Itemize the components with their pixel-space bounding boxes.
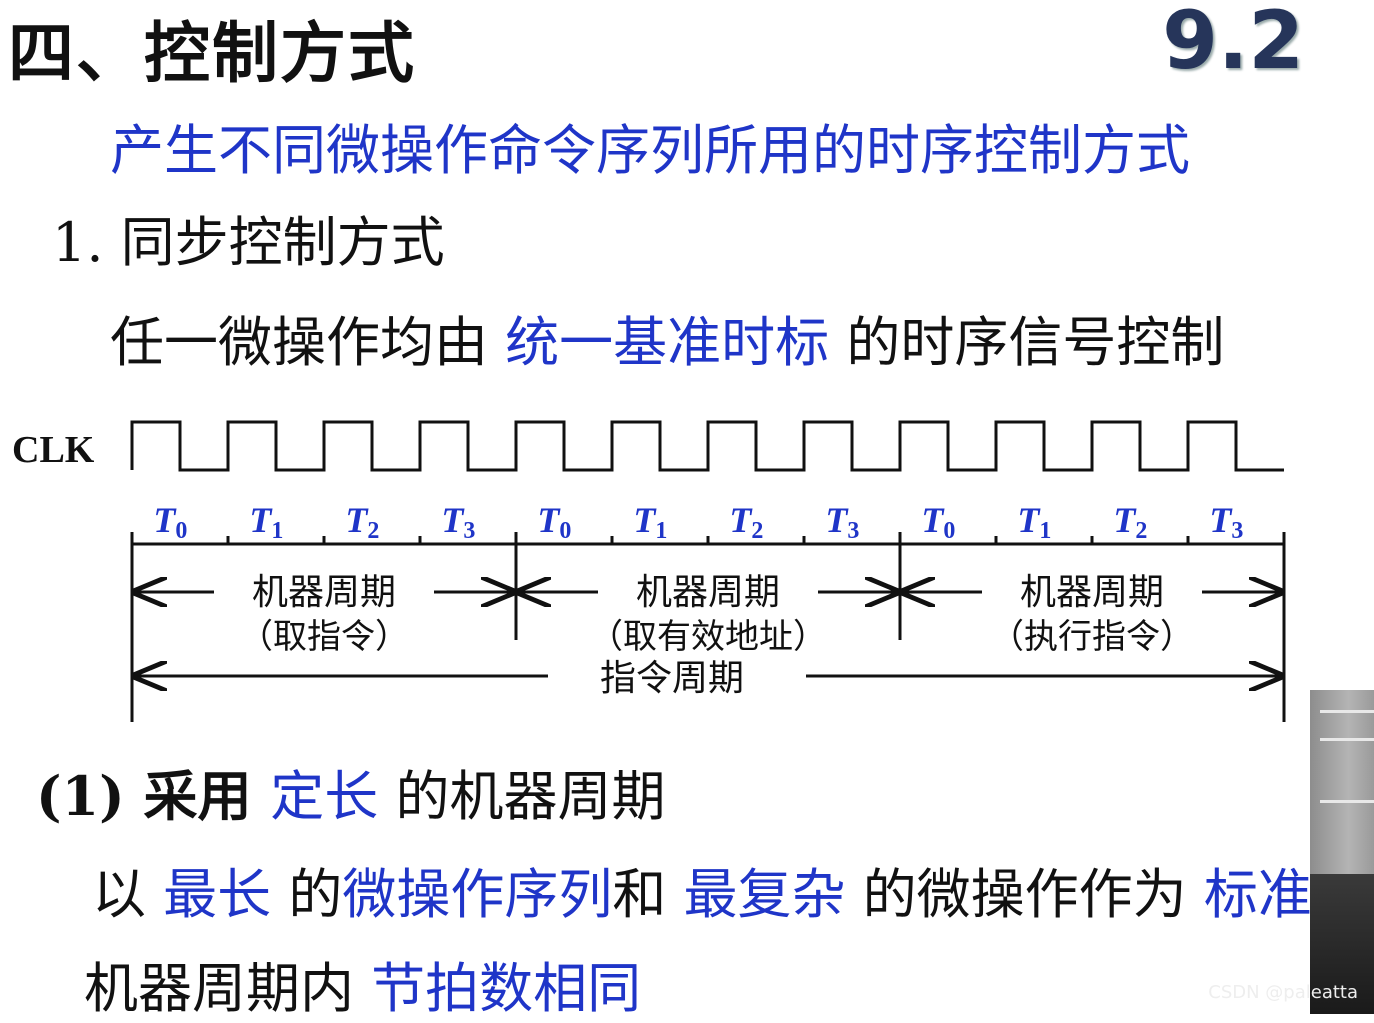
longest-h3: 最复杂 <box>683 863 846 926</box>
uniform-timing-line: 任一微操作均由 统一基准时标 的时序信号控制 <box>110 298 1224 377</box>
heading-sync-control: 1. 同步控制方式 <box>52 211 445 274</box>
uniform-prefix: 任一微操作均由 <box>110 311 506 374</box>
longest-h2: 微操作序列 <box>342 863 613 926</box>
machine-cycle-note: （执行指令） <box>990 617 1194 657</box>
video-overlay <box>1310 690 1374 1014</box>
subtitle: 产生不同微操作命令序列所用的时序控制方式 <box>110 119 1190 182</box>
uniform-suffix: 的时序信号控制 <box>829 311 1225 374</box>
tick-label: T1 <box>1017 500 1051 544</box>
uniform-highlight: 统一基准时标 <box>505 311 830 374</box>
clock-waveform <box>130 420 1284 472</box>
tick-label: T2 <box>345 500 379 544</box>
tick-label: T0 <box>537 500 571 544</box>
item-prefix: (1) 采用 <box>36 764 271 828</box>
same-prefix: 机器周期内 <box>84 957 372 1020</box>
longest-p2: 的 <box>271 863 343 926</box>
machine-cycle-label: 机器周期 <box>636 572 780 613</box>
tick-labels: T0 T1 T2 T3 T0 T1 T2 T3 T0 T1 T2 T3 <box>153 500 1243 544</box>
fixed-length-item: (1) 采用 定长 的机器周期 <box>36 752 665 831</box>
longest-p4: 的微操作作为 <box>845 863 1204 926</box>
longest-p3: 和 <box>612 863 684 926</box>
machine-cycle-note: （取有效地址） <box>589 617 827 657</box>
tick-label: T3 <box>441 500 475 544</box>
machine-cycle-label: 机器周期 <box>252 572 396 613</box>
tick-label: T2 <box>729 500 763 544</box>
section-number: 9.2 <box>1162 0 1304 87</box>
instruction-cycle: 指令周期 <box>134 658 1282 699</box>
tick-label: T0 <box>921 500 955 544</box>
machine-cycle-label: 机器周期 <box>1020 572 1164 613</box>
machine-cycles: 机器周期（取指令）机器周期（取有效地址）机器周期（执行指令） <box>134 572 1282 657</box>
tick-label: T1 <box>249 500 283 544</box>
slide-title: 四、控制方式 <box>8 14 416 92</box>
instruction-cycle-label: 指令周期 <box>600 658 744 699</box>
longest-h4: 标准 <box>1203 863 1312 926</box>
clk-label: CLK <box>12 429 95 471</box>
item-highlight: 定长 <box>270 765 379 828</box>
longest-sequence-line: 以 最长 的微操作序列和 最复杂 的微操作作为 标准 <box>92 850 1312 929</box>
longest-h1: 最长 <box>163 863 272 926</box>
longest-p1: 以 <box>92 863 164 926</box>
item-suffix: 的机器周期 <box>378 765 666 828</box>
tick-label: T0 <box>153 500 187 544</box>
tick-label: T2 <box>1113 500 1147 544</box>
tick-label: T3 <box>1209 500 1243 544</box>
tick-label: T3 <box>825 500 859 544</box>
machine-cycle-note: （取指令） <box>239 617 409 657</box>
tick-label: T1 <box>633 500 667 544</box>
same-highlight: 节拍数相同 <box>371 957 642 1020</box>
watermark: CSDN @paleatta <box>1208 982 1358 1003</box>
same-beats-line: 机器周期内 节拍数相同 <box>84 944 641 1023</box>
